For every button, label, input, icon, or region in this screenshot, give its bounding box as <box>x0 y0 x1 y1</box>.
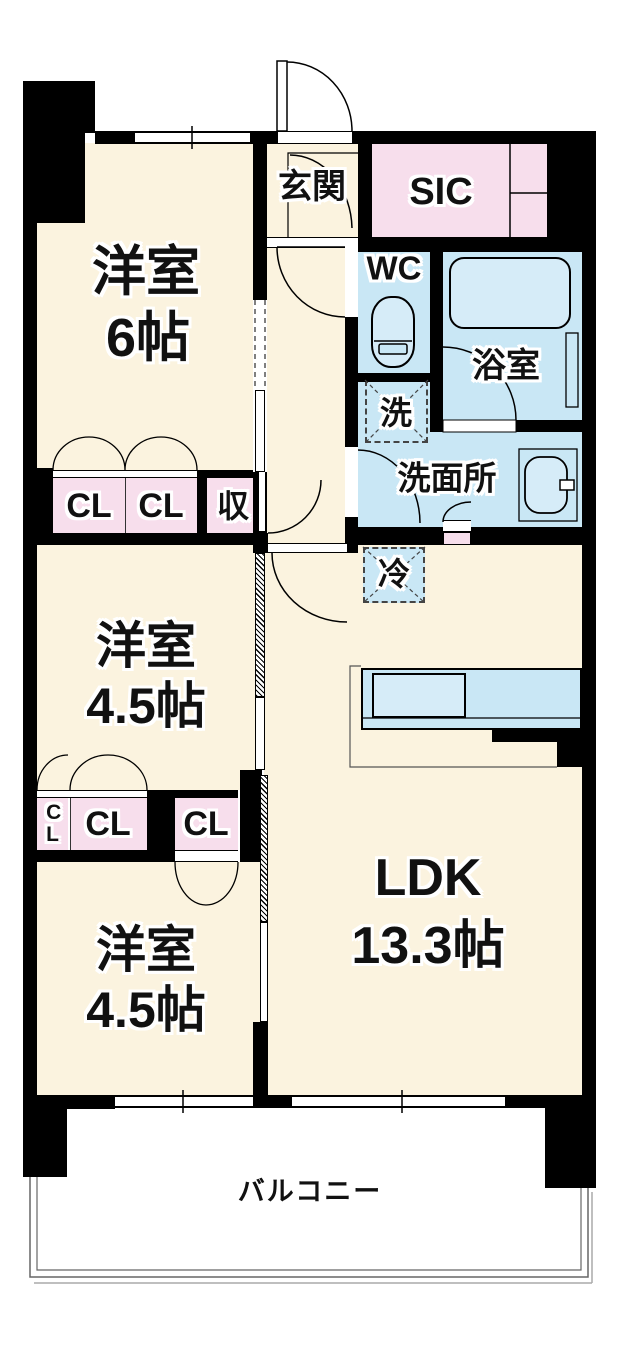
wall-segment <box>23 133 85 223</box>
wall-segment <box>32 850 147 862</box>
partition-hatch-lower <box>260 775 268 922</box>
wall-segment <box>253 143 267 300</box>
wall-segment <box>430 243 443 420</box>
wall-segment <box>253 1022 268 1095</box>
wall-corner-block <box>23 1095 67 1177</box>
wall-segment <box>37 468 53 533</box>
sliding-door-upper <box>255 697 265 770</box>
washroom-ldk-door-panel <box>443 532 471 545</box>
label-bedroom6-size: 6帖 <box>105 308 191 368</box>
wall-segment <box>37 533 268 545</box>
hall-ldk-door-opening <box>268 543 347 553</box>
label-washer: 洗 <box>379 395 413 431</box>
wall-segment <box>492 730 557 742</box>
label-bedroom45btm-name: 洋室 <box>96 922 196 978</box>
label-washroom: 洗面所 <box>397 459 497 497</box>
wall-segment <box>345 373 430 382</box>
washroom-door-opening <box>345 447 358 517</box>
entrance-door-leaf <box>276 60 288 132</box>
window-ldk <box>292 1095 505 1108</box>
label-closet-btm-mid: CL <box>85 805 131 843</box>
closet-btm-doors <box>37 790 147 798</box>
label-bedroom45mid-name: 洋室 <box>96 618 196 674</box>
wall-segment <box>253 1095 292 1108</box>
wall-segment <box>253 545 269 553</box>
wall-segment <box>505 1095 545 1108</box>
label-bathroom: 浴室 <box>472 347 540 385</box>
window-bedroom6 <box>135 131 250 144</box>
room-ldk-floor <box>264 545 582 1095</box>
wc-door-opening <box>345 247 358 317</box>
wall-segment <box>147 790 175 862</box>
wall-segment <box>358 143 372 248</box>
closet-mid-left <box>53 478 125 533</box>
label-fridge: 冷 <box>377 556 411 592</box>
wall-segment <box>345 517 358 527</box>
label-bedroom45btm-size: 4.5帖 <box>86 982 206 1038</box>
bedroom6-sliding-door <box>255 390 265 472</box>
label-closet-mid-right: CL <box>138 487 184 525</box>
wall-segment <box>471 527 582 545</box>
label-storage: 収 <box>216 488 250 524</box>
label-sic: SIC <box>409 171 473 213</box>
wall-segment <box>516 420 582 432</box>
wall-segment <box>23 81 95 133</box>
label-balcony: バルコニー <box>237 1176 383 1207</box>
closet-btm-right-doors <box>175 850 238 862</box>
sliding-door-lower <box>260 922 268 1022</box>
partition-hatch-upper <box>255 553 265 697</box>
entrance-threshold <box>278 131 352 144</box>
label-ldk-name: LDK <box>374 849 482 907</box>
label-bedroom45mid-size: 4.5帖 <box>86 678 206 734</box>
closet-btm-narrow <box>37 798 68 850</box>
wall-segment <box>547 144 596 243</box>
room-bedroom45btm-floor <box>37 862 262 1095</box>
label-wc: WC <box>366 249 422 287</box>
entrance-door-arc <box>286 61 353 132</box>
closet-btm-mid <box>70 798 147 850</box>
label-closet-btm-narrow: CL <box>46 800 62 846</box>
wall-corner-block <box>545 1095 596 1188</box>
hallway-floor <box>267 248 345 543</box>
wall-segment <box>175 790 238 798</box>
wall-segment <box>582 243 596 1110</box>
label-entrance: 玄関 <box>278 168 346 206</box>
closet-mid-doors <box>53 470 197 478</box>
wall-segment <box>352 131 596 144</box>
washroom-ldk-door <box>443 520 471 532</box>
storage-door <box>258 472 266 531</box>
wall-segment <box>345 317 358 447</box>
label-closet-mid-left: CL <box>66 487 112 525</box>
kitchen-counter <box>361 668 582 730</box>
wall-segment <box>240 770 262 862</box>
label-ldk-size: 13.3帖 <box>351 917 505 975</box>
wall-segment <box>23 223 37 1110</box>
wall-segment <box>95 131 135 144</box>
wall-segment <box>345 527 443 545</box>
label-bedroom6-name: 洋室 <box>92 242 200 302</box>
wall-segment <box>197 470 207 533</box>
wall-segment <box>557 730 582 767</box>
wall-segment <box>430 420 443 432</box>
window-bedroom45btm <box>115 1095 253 1108</box>
label-closet-btm-right: CL <box>183 805 229 843</box>
